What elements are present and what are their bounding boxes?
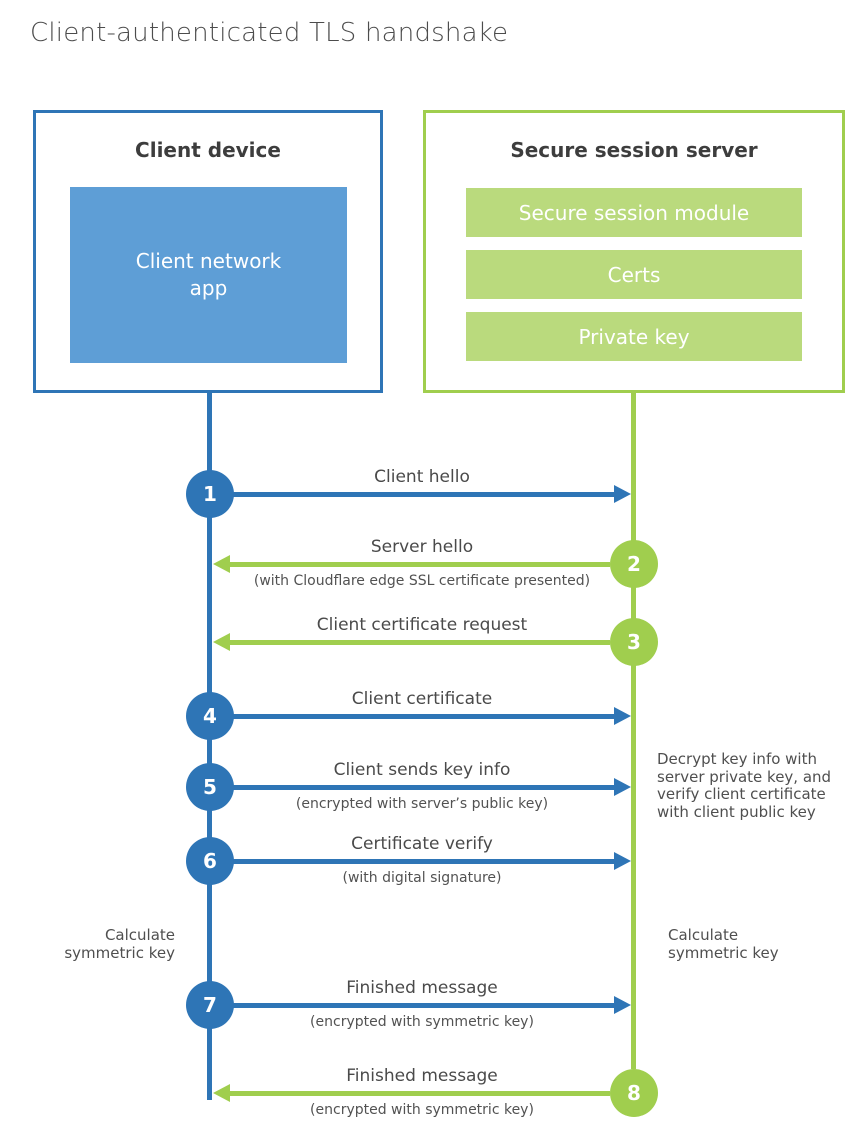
step-1-arrowhead-icon [614, 485, 631, 503]
step-5-arrow [232, 785, 616, 790]
note-calculate-symmetric-key-client: Calculate symmetric key [55, 926, 175, 962]
client-device-box: Client device Client network app [33, 110, 383, 393]
step-8-arrowhead-icon [213, 1084, 230, 1102]
step-4-arrowhead-icon [614, 707, 631, 725]
note-decrypt-line: Decrypt key info with [657, 750, 817, 768]
step-2-label: Server hello [370, 537, 474, 557]
note-decrypt-key-info: Decrypt key info with server private key… [657, 750, 842, 821]
step-6-circle: 6 [186, 837, 234, 885]
note-calculate-symmetric-key-server: Calculate symmetric key [668, 926, 798, 962]
step-6-arrowhead-icon [614, 852, 631, 870]
step-6-arrow [232, 859, 616, 864]
client-lifeline [207, 392, 212, 1100]
client-network-app-box: Client network app [70, 187, 347, 363]
step-4-arrow [232, 714, 616, 719]
note-calc-right-line: Calculate [668, 926, 739, 944]
step-3-arrowhead-icon [213, 633, 230, 651]
client-device-title: Client device [135, 138, 281, 162]
note-calc-left-line: Calculate [104, 926, 175, 944]
note-calc-left-line: symmetric key [64, 943, 175, 962]
step-4-circle: 4 [186, 692, 234, 740]
step-6-sublabel: (with digital signature) [342, 870, 502, 886]
step-2-circle: 2 [610, 540, 658, 588]
note-decrypt-line: verify client certificate [657, 785, 826, 803]
step-7-arrowhead-icon [614, 996, 631, 1014]
step-3-arrow [229, 640, 610, 645]
step-8-sublabel: (encrypted with symmetric key) [310, 1102, 534, 1118]
server-title: Secure session server [510, 138, 758, 162]
step-8-circle: 8 [610, 1069, 658, 1117]
note-decrypt-line: server private key, and [657, 767, 832, 786]
step-2-sublabel: (with Cloudflare edge SSL certificate pr… [253, 573, 591, 589]
step-5-circle: 5 [186, 763, 234, 811]
server-module-bar: Secure session module [466, 188, 802, 237]
step-7-label: Finished message [346, 978, 498, 998]
note-decrypt-line: with client public key [657, 802, 816, 821]
step-3-label: Client certificate request [316, 615, 528, 635]
step-7-arrow [232, 1003, 616, 1008]
step-5-arrowhead-icon [614, 778, 631, 796]
server-lifeline [631, 392, 636, 1069]
step-7-circle: 7 [186, 981, 234, 1029]
server-module-bar: Certs [466, 250, 802, 299]
step-1-arrow [232, 492, 616, 497]
step-6-label: Certificate verify [351, 834, 493, 854]
step-5-sublabel: (encrypted with server’s public key) [295, 796, 549, 812]
page-title: Client-authenticated TLS handshake [30, 18, 509, 48]
step-1-label: Client hello [374, 467, 470, 487]
step-7-sublabel: (encrypted with symmetric key) [310, 1014, 534, 1030]
step-2-arrowhead-icon [213, 555, 230, 573]
server-module-bar: Private key [466, 312, 802, 361]
step-2-arrow [229, 562, 610, 567]
step-8-label: Finished message [346, 1066, 498, 1086]
note-calc-right-line: symmetric key [668, 943, 779, 962]
step-3-circle: 3 [610, 618, 658, 666]
step-1-circle: 1 [186, 470, 234, 518]
step-5-label: Client sends key info [333, 760, 511, 780]
client-network-app-label: Client network app [135, 249, 282, 300]
server-box: Secure session server Secure session mod… [423, 110, 845, 393]
step-8-arrow [229, 1091, 610, 1096]
step-4-label: Client certificate [351, 689, 493, 709]
